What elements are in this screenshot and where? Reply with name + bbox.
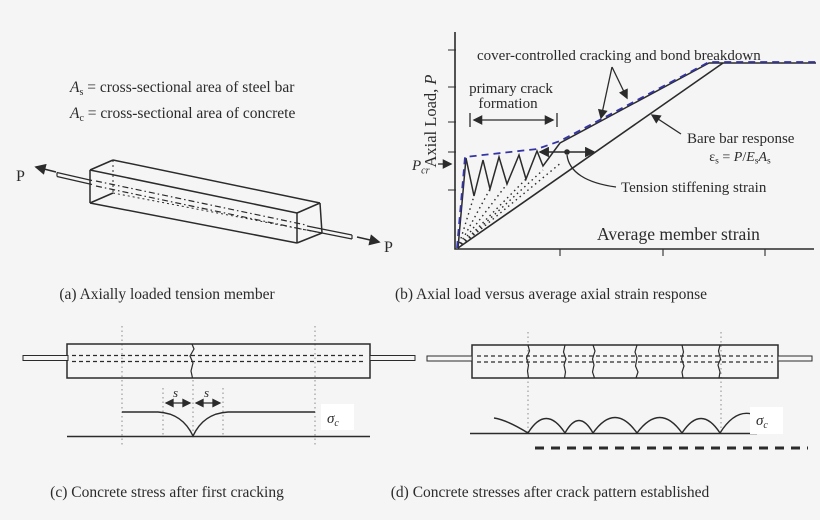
- eq-E: E: [745, 150, 755, 165]
- pcr-subscript: cr: [421, 166, 429, 177]
- steel-symbol: A: [69, 79, 80, 96]
- prism-hidden-edges: [112, 160, 323, 234]
- caption-d: (d) Concrete stresses after crack patter…: [391, 484, 710, 501]
- sigma-backing-c: [321, 404, 354, 430]
- primary-crack-range-arrow: [469, 113, 558, 127]
- bar-right-c: [369, 355, 416, 361]
- sigma-symbol-c: σ: [327, 411, 335, 427]
- annotation-cover-cracking: cover-controlled cracking and bond break…: [477, 48, 761, 64]
- x-axis-label: Average member strain: [597, 224, 760, 244]
- crack-6: [717, 344, 722, 379]
- steel-definition-text: = cross-sectional area of steel bar: [83, 79, 295, 96]
- x-axis-ticks: [559, 249, 766, 256]
- concrete-symbol: A: [69, 105, 80, 122]
- panel-c-first-cracking: s s σc (c) Concrete stress after first c…: [22, 326, 416, 501]
- s-label-left: s: [173, 385, 178, 400]
- eq-A-sub: s: [767, 157, 771, 167]
- eq-equals: =: [719, 150, 734, 165]
- bare-bar-equation: εs = P/EsAs: [709, 150, 771, 167]
- annotation-primary-crack-line2: formation: [478, 96, 538, 112]
- annotation-primary-crack-line1: primary crack: [469, 81, 553, 97]
- bar-right-d: [777, 355, 813, 362]
- stress-arches-d: [493, 412, 758, 434]
- concrete-prism: [89, 159, 323, 244]
- steel-bar-left: [34, 163, 93, 186]
- eq-E-sub: s: [755, 157, 759, 167]
- eq-epsilon: ε: [709, 150, 715, 165]
- bar-left-d: [426, 355, 473, 362]
- concrete-definition-text: = cross-sectional area of concrete: [84, 105, 296, 122]
- caption-c: (c) Concrete stress after first cracking: [50, 484, 284, 501]
- caption-a: (a) Axially loaded tension member: [59, 286, 275, 303]
- annotation-bare-bar: Bare bar response: [687, 131, 795, 147]
- chart-axes: [454, 32, 814, 250]
- load-arrow-left: [34, 163, 57, 175]
- eq-A: A: [757, 150, 767, 165]
- sigma-label-d: σc: [756, 413, 768, 431]
- reference-lines-d: [527, 332, 722, 433]
- eq-epsilon-sub: s: [715, 157, 719, 167]
- cover-arrow-right: [611, 66, 628, 100]
- post-cracking-envelope: [456, 61, 816, 249]
- first-crack: [189, 343, 195, 379]
- sigma-subscript-c: c: [334, 418, 339, 429]
- caption-b: (b) Axial load versus average axial stra…: [395, 286, 707, 303]
- bare-bar-arrow: [650, 114, 682, 135]
- panel-d-crack-pattern: σc (d) Concrete stresses after crack pat…: [391, 332, 813, 501]
- annotation-tension-stiffening: Tension stiffening strain: [621, 180, 767, 196]
- load-label-right: P: [384, 239, 393, 256]
- prism-long-edges: [89, 159, 321, 244]
- load-arrow-right: [356, 234, 381, 246]
- pcr-symbol: P: [411, 158, 421, 174]
- bar-dashed-c: [72, 354, 366, 363]
- y-axis-ticks: [448, 49, 456, 191]
- prism-left-face: [89, 159, 114, 204]
- tension-stiffening-leader: [566, 154, 617, 188]
- crack-4: [634, 344, 639, 379]
- sigma-subscript-d: c: [763, 420, 768, 431]
- steel-bar-right: [306, 225, 381, 246]
- y-axis-label: Axial Load, P: [421, 74, 440, 167]
- eq-P: P: [733, 150, 743, 165]
- bar-dashed-d: [477, 355, 773, 363]
- load-label-left: P: [16, 168, 25, 185]
- s-label-right: s: [204, 385, 209, 400]
- steel-subscript: s: [79, 87, 83, 98]
- y-axis-label-text: Axial Load,: [421, 85, 440, 168]
- cover-arrow-left: [597, 66, 613, 120]
- crack-3: [591, 344, 596, 379]
- pcr-label: Pcr: [411, 158, 430, 177]
- definition-concrete-area: Ac = cross-sectional area of concrete: [69, 105, 295, 124]
- y-axis-label-variable: P: [421, 74, 440, 85]
- tension-stiffening-dot: [564, 149, 570, 155]
- bar-left-c: [22, 355, 69, 361]
- embedded-bar-centerline: [95, 180, 307, 231]
- sigma-symbol-d: σ: [756, 413, 764, 429]
- sigma-label-c: σc: [327, 411, 339, 429]
- panel-a-axially-loaded-member: As = cross-sectional area of steel bar A…: [16, 79, 393, 303]
- definition-steel-area: As = cross-sectional area of steel bar: [69, 79, 295, 98]
- panel-b-load-strain-chart: Pcr Axial Load, P Average member strain …: [395, 32, 816, 303]
- concrete-subscript: c: [79, 113, 84, 124]
- sigma-backing-d: [750, 407, 783, 434]
- eq-slash: /: [742, 150, 746, 165]
- reloading-branches: [457, 161, 563, 249]
- reference-lines-c: [121, 326, 316, 447]
